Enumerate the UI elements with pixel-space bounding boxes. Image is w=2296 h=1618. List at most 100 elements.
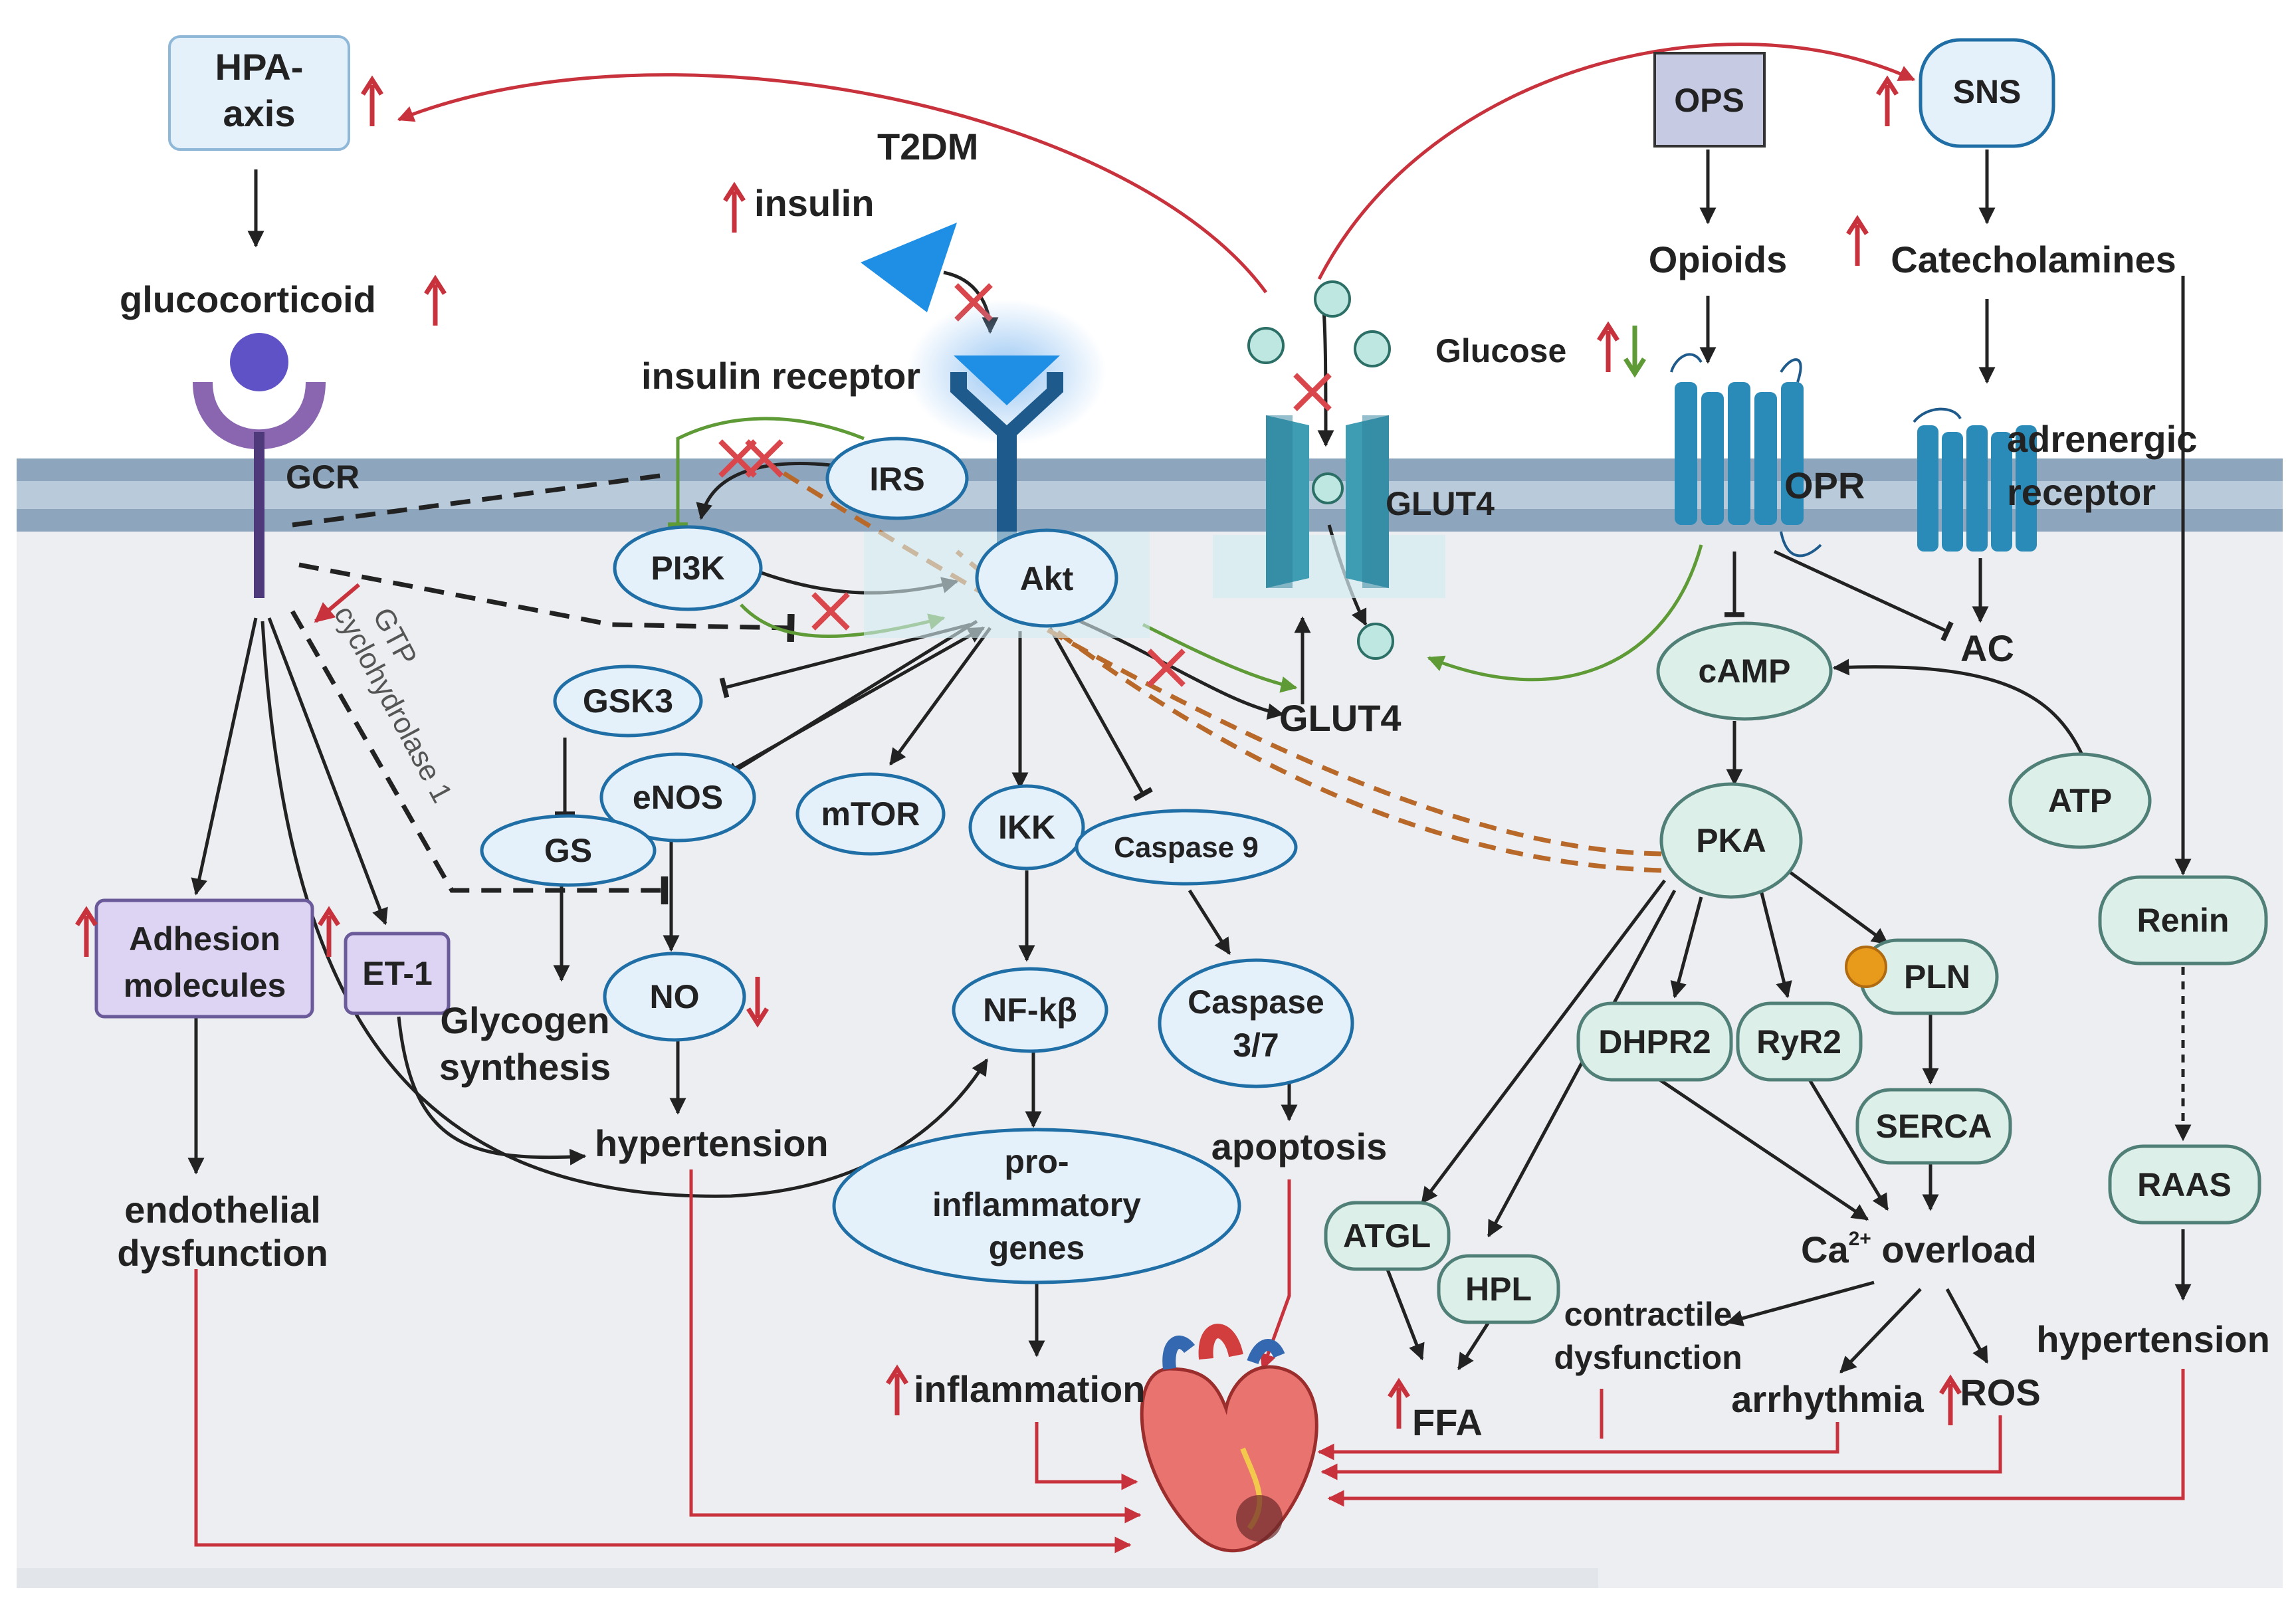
- cell-membrane-top-band: [17, 458, 2283, 481]
- edge-et1-hypertension: [397, 1016, 587, 1165]
- edge-gcr-red-arrow: [314, 583, 360, 623]
- camp-label: cAMP: [1699, 653, 1791, 690]
- contractile-dysfunction-label: dysfunction: [1554, 1339, 1742, 1376]
- ca-overload-label: Ca2+ overload: [1801, 1228, 2037, 1270]
- adrenergic-receptor-label: receptor: [2007, 471, 2156, 513]
- hypertension-mid-label: hypertension: [595, 1122, 829, 1164]
- glut4-membrane-label: GLUT4: [1386, 485, 1495, 522]
- akt-node: [975, 528, 1118, 628]
- pka-label: PKA: [1696, 822, 1766, 859]
- edge-pka-ryr2: [1759, 890, 1792, 999]
- endothelial-dysfunction-label: dysfunction: [117, 1232, 328, 1274]
- pi3k-label: PI3K: [651, 550, 724, 587]
- hpa-axis-box: [168, 35, 350, 151]
- caspase37-label: 3/7: [1233, 1027, 1279, 1064]
- glycogen-synthesis-label: synthesis: [439, 1046, 611, 1088]
- pka-node: [1659, 782, 1803, 899]
- up-arrow-icon: [725, 186, 744, 233]
- glucose-molecule-icon: [1314, 280, 1351, 318]
- atp-label: ATP: [2048, 782, 2112, 819]
- edge-ca-arrhythmia: [1839, 1288, 1922, 1373]
- ryr2-node: [1736, 1001, 1863, 1082]
- mtor-label: mTOR: [821, 795, 920, 833]
- adhesion-molecules-label: Adhesion: [129, 920, 280, 958]
- raas-node: [2108, 1144, 2261, 1225]
- arrhythmia-label: arrhythmia: [1731, 1378, 1924, 1420]
- edge-arrhythmia-heart: [1317, 1422, 1839, 1461]
- gs-label: GS: [544, 832, 592, 869]
- pln-phosphate-icon: [1845, 946, 1887, 988]
- insulin-triangle-icon: [861, 223, 957, 312]
- no-label: NO: [650, 978, 700, 1015]
- et1-box: [344, 932, 451, 1015]
- proinflammatory-genes-label: pro-: [1004, 1143, 1069, 1180]
- opioid-receptor-icon: [1670, 353, 1822, 557]
- no-node: [603, 952, 746, 1042]
- edge-ros-heart: [1320, 1415, 2002, 1480]
- caspase9-node: [1075, 809, 1298, 886]
- akt-label: Akt: [1020, 560, 1074, 597]
- glut4-transporter-icon: [1213, 415, 1445, 598]
- edge-atp-camp: [1832, 658, 2085, 759]
- up-arrow-icon: [363, 80, 381, 126]
- enos-label: eNOS: [633, 779, 723, 816]
- edge-irs-pi3k: [696, 462, 831, 520]
- edge-gcr-no-dashed: [290, 610, 669, 904]
- edge-irs-pi3k-green: [668, 417, 865, 528]
- renin-label: Renin: [2137, 902, 2230, 939]
- down-arrow-icon: [1623, 326, 1646, 378]
- apoptosis-label: apoptosis: [1211, 1126, 1387, 1167]
- dhpr2-label: DHPR2: [1598, 1023, 1711, 1061]
- edge-ca-contractile: [1726, 1280, 1875, 1327]
- glucose-molecule-icon: [1354, 330, 1391, 367]
- atp-node: [2008, 752, 2152, 849]
- t2dm-label: T2DM: [877, 126, 978, 167]
- glut4-cyto-label: GLUT4: [1279, 697, 1402, 739]
- irs-node: [825, 437, 969, 520]
- edge-hypertension-right-heart: [1327, 1369, 2185, 1507]
- atgl-node: [1324, 1201, 1451, 1271]
- adrenergic-receptor-icon: [1913, 407, 2037, 552]
- adrenergic-receptor-label: adrenergic: [2007, 418, 2197, 460]
- raas-label: RAAS: [2137, 1166, 2232, 1203]
- ros-label: ROS: [1960, 1371, 2040, 1413]
- serca-node: [1855, 1088, 2012, 1165]
- hpl-node: [1437, 1254, 1560, 1324]
- hpa-axis-label: axis: [223, 92, 296, 134]
- et1-label: ET-1: [362, 955, 433, 992]
- dhpr2-node: [1576, 1001, 1733, 1082]
- nfkb-label: NF-kβ: [983, 991, 1077, 1029]
- edge-hypertension-heart: [689, 1169, 1142, 1524]
- proinflammatory-genes-label: genes: [989, 1229, 1085, 1266]
- contractile-dysfunction-label: contractile: [1564, 1296, 1732, 1333]
- insulin-receptor-icon: [907, 299, 1106, 545]
- edge-gcr-adhesion: [191, 617, 258, 896]
- camp-node: [1656, 621, 1833, 721]
- sns-box: [1919, 38, 2055, 148]
- cytoplasm-bottom-strip: [17, 1568, 1598, 1588]
- hpa-axis-label: HPA-: [215, 46, 304, 88]
- glycogen-synthesis-label: Glycogen: [440, 999, 609, 1041]
- edge-inflammation-heart: [1035, 1422, 1138, 1490]
- ac-label: AC: [1960, 627, 2014, 669]
- edge-pka-pln: [1786, 868, 1889, 946]
- ikk-node: [968, 784, 1085, 870]
- endothelial-dysfunction-label: endothelial: [124, 1189, 321, 1231]
- edge-akt-glut4-green: [1142, 623, 1298, 693]
- gs-node: [480, 814, 657, 887]
- catecholamines-label: Catecholamines: [1891, 239, 2176, 280]
- ryr2-label: RyR2: [1756, 1023, 1841, 1061]
- adhesion-molecules-box: [94, 898, 314, 1019]
- mtor-node: [795, 772, 946, 856]
- renin-node: [2098, 875, 2268, 965]
- edge-pka-atgl: [1421, 879, 1666, 1204]
- pi3k-node: [613, 525, 763, 611]
- glucose-label: Glucose: [1435, 332, 1566, 369]
- ikk-label: IKK: [998, 809, 1055, 846]
- enos-node: [599, 752, 756, 843]
- edge-ryr2-ca: [1806, 1075, 1889, 1211]
- edge-atgl-ffa: [1380, 1255, 1425, 1361]
- sns-label: SNS: [1953, 73, 2022, 110]
- irs-label: IRS: [869, 460, 924, 498]
